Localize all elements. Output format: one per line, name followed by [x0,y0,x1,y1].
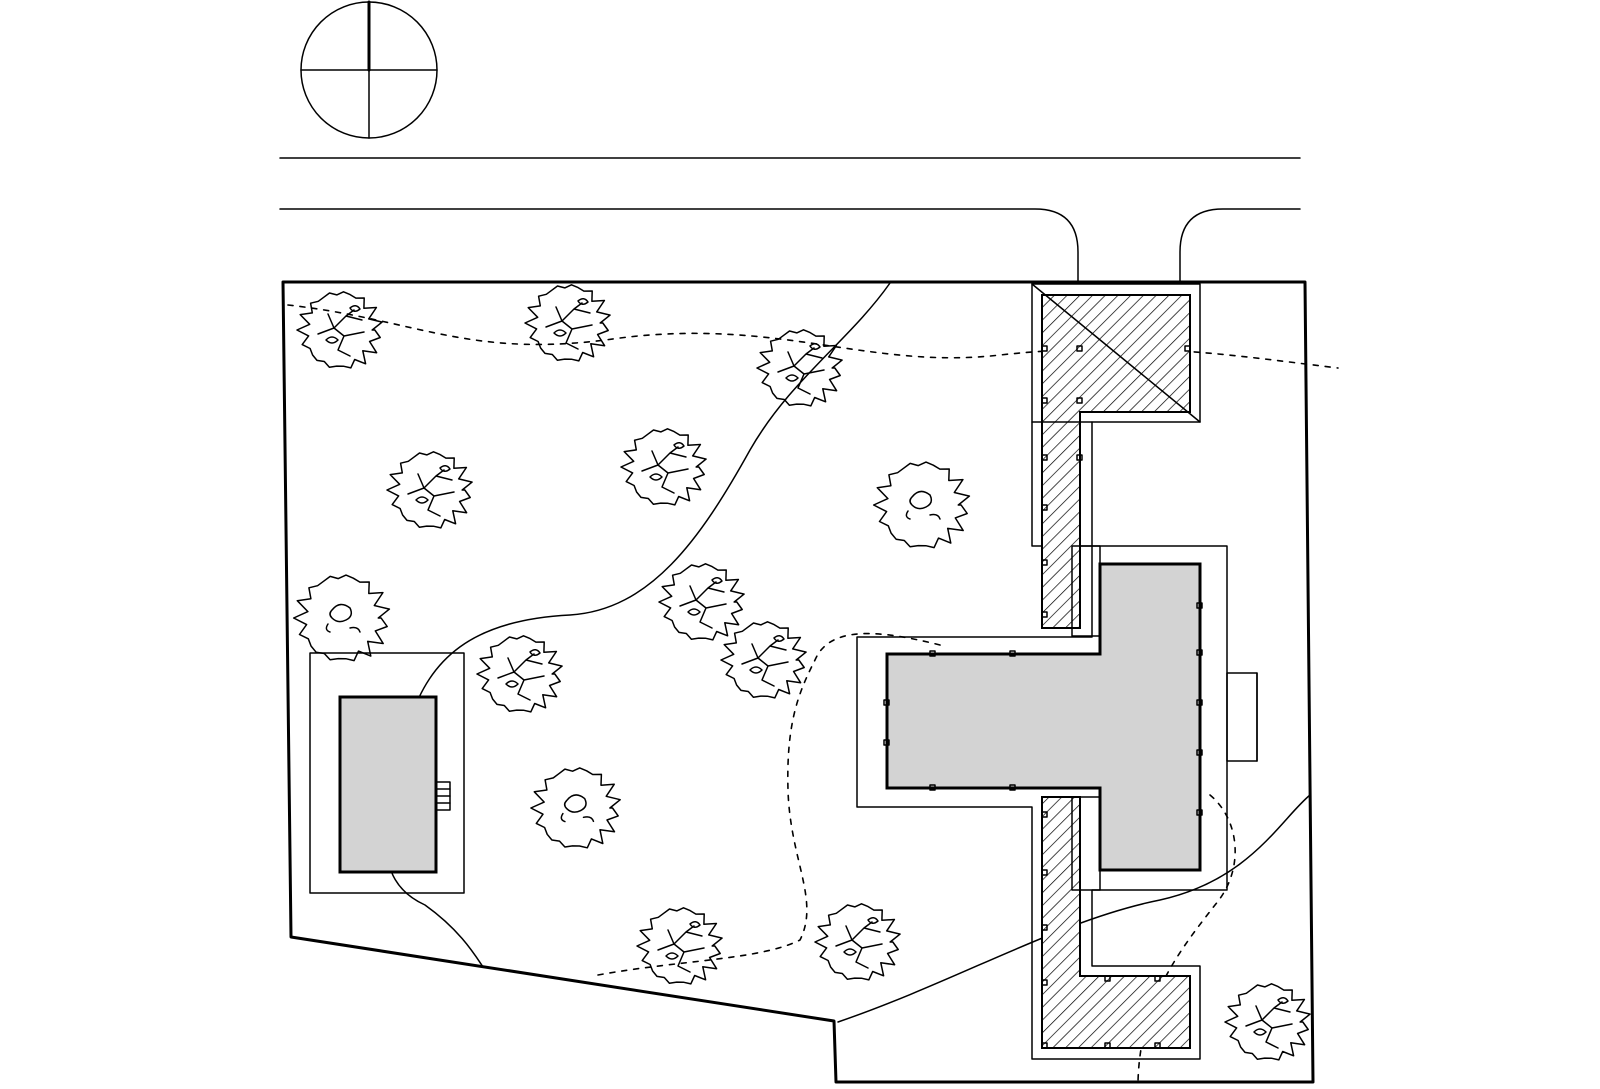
main-house [856,283,1258,1060]
tree-icon [636,907,723,985]
tree-icon [620,428,707,506]
tree-icon [524,284,611,362]
tree-icon [814,903,901,981]
tree-icon [756,329,843,407]
tree-icon [872,461,971,549]
garage [309,652,465,894]
north-arrow-icon [300,0,438,139]
tree-icon [292,574,391,662]
property-boundary [281,280,1315,1084]
tree-icon [658,563,745,641]
tree-icon [296,291,383,369]
terrain-lines [384,282,1311,1023]
tree-icon [720,621,807,699]
tree-icon [530,767,621,849]
tree-icon [476,635,563,713]
trees [292,284,1311,1061]
tree-icon [1224,983,1311,1061]
tree-icon [386,451,473,529]
street [279,157,1301,283]
